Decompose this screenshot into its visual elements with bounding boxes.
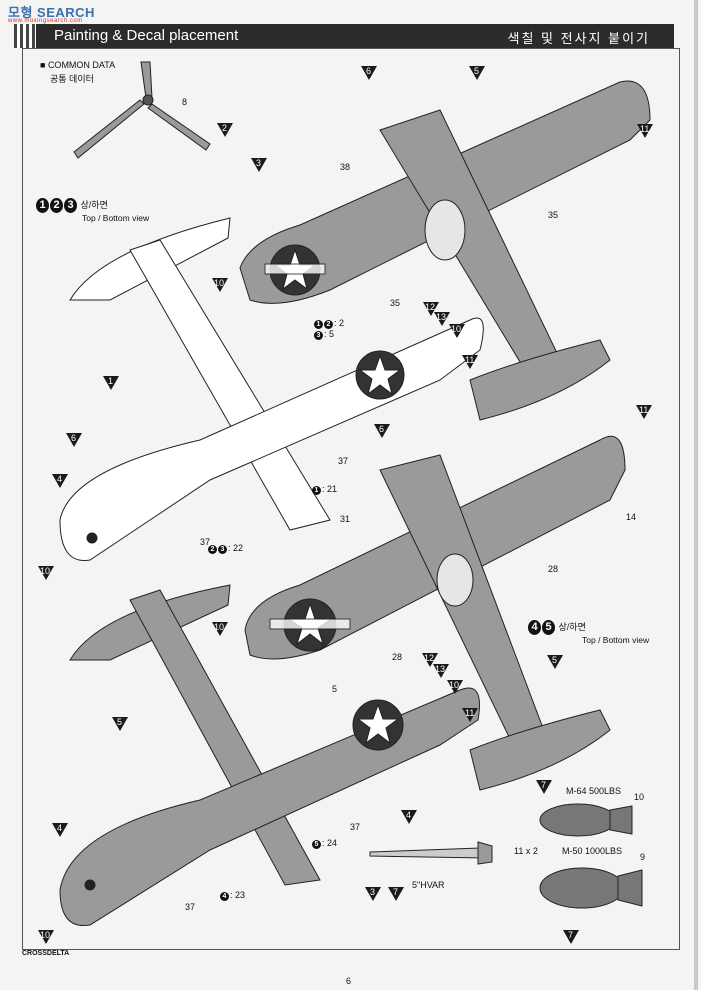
watermark-url: www.moxingsearch.com xyxy=(8,18,83,24)
variant-3-badge: 3 xyxy=(64,198,77,213)
decal-37d: 37 xyxy=(185,902,196,912)
decal-38: 38 xyxy=(340,162,351,172)
decal-4-23: 4: 23 xyxy=(220,890,245,901)
decal-5-24-value: 24 xyxy=(327,838,338,848)
view-label-ko-2: 상/하면 xyxy=(558,622,586,632)
callout-p1l-11: 11 xyxy=(465,355,475,365)
callout-ord-7b: 7 xyxy=(541,780,547,790)
callout-p1u-5: 5 xyxy=(474,66,480,76)
callout-p1l-10: 10 xyxy=(40,566,51,576)
decal-37a: 37 xyxy=(338,456,349,466)
callout-p2u-11: 11 xyxy=(639,405,649,415)
aircraft-1-top-view xyxy=(239,80,651,421)
bomb-decal-10: 10 xyxy=(634,792,645,802)
decal-28a: 28 xyxy=(548,564,559,574)
decal-1-21: 1: 21 xyxy=(312,484,337,495)
callout-p1l-13: 13 xyxy=(436,312,447,322)
callout-p2u-10b: 10 xyxy=(449,680,460,690)
callout-prop-3: 3 xyxy=(256,158,262,168)
decal-37c: 37 xyxy=(350,822,361,832)
brand-logo: CROSSDELTA xyxy=(22,950,70,957)
hvar-label: 5"HVAR xyxy=(412,880,445,890)
section-header: Painting & Decal placement 색칠 및 전사지 붙이기 xyxy=(14,24,674,48)
instruction-frame xyxy=(22,48,680,950)
decal-5-24: 5: 24 xyxy=(312,838,337,849)
decal-12-2-value: 2 xyxy=(339,318,345,328)
variant-1-badge: 1 xyxy=(36,198,49,213)
decal-3-5: 3: 5 xyxy=(314,329,334,340)
view-label-ko: 상/하면 xyxy=(80,200,108,210)
decal-35a: 35 xyxy=(548,210,559,220)
variant-2-badge: 2 xyxy=(50,198,63,213)
header-title-ko: 색칠 및 전사지 붙이기 xyxy=(507,31,650,46)
view-label-en: Top / Bottom view xyxy=(82,213,150,223)
callout-p2u-10: 10 xyxy=(214,622,225,632)
decal-3-5-value: 5 xyxy=(329,329,335,339)
variant-4-badge: 4 xyxy=(528,620,541,635)
header-title-en: Painting & Decal placement xyxy=(54,27,239,44)
callout-p2u-13: 13 xyxy=(435,664,446,674)
callout-p2l-5: 5 xyxy=(117,717,123,727)
decal-31: 31 xyxy=(340,514,351,524)
decal-37b: 37 xyxy=(200,537,211,547)
callout-p2u-12: 12 xyxy=(424,653,435,663)
watermark-text: 모형 SEARCH xyxy=(8,5,95,20)
propeller-drawing xyxy=(73,61,211,159)
callout-ord-3: 3 xyxy=(370,887,376,897)
header-stripes xyxy=(14,24,36,48)
callout-p1l-1: 1 xyxy=(108,376,114,386)
callout-p2l-10: 10 xyxy=(40,930,51,940)
callout-ord-7c: 7 xyxy=(568,930,574,940)
bomb-500-label: M-64 500LBS xyxy=(566,786,622,796)
callout-p1u-6: 6 xyxy=(366,66,372,76)
page-number: 6 xyxy=(346,976,352,986)
aircraft-2-bottom-view xyxy=(59,584,480,927)
page-edge xyxy=(694,0,698,990)
decal-1-21-value: 21 xyxy=(327,484,338,494)
bomb-1000-label: M-50 1000LBS xyxy=(562,846,623,856)
decal-23-22-value: 22 xyxy=(233,543,244,553)
callout-p1l-12: 12 xyxy=(425,302,436,312)
aircraft-1-bottom-view xyxy=(59,217,484,561)
hvar-rocket-drawing xyxy=(369,841,493,865)
common-data-en: COMMON DATA xyxy=(47,60,116,70)
callout-p1l-10b: 10 xyxy=(451,324,462,334)
callout-ord-7: 7 xyxy=(393,887,399,897)
decal-5: 5 xyxy=(332,684,338,694)
callout-p1l-6: 6 xyxy=(71,433,77,443)
decal-4-23-value: 23 xyxy=(235,890,246,900)
callout-p2l-4: 4 xyxy=(57,823,63,833)
aircraft-2-top-view xyxy=(244,435,626,791)
callout-p2u-11b: 11 xyxy=(465,708,475,718)
bomb-decal-9: 9 xyxy=(640,852,646,862)
bomb-drawings xyxy=(539,803,643,909)
bomb-decal-11x2: 11 x 2 xyxy=(514,846,538,856)
common-data-label: ■ COMMON DATA xyxy=(40,60,116,70)
callout-p1u-10: 10 xyxy=(214,278,225,288)
callout-p1l-4: 4 xyxy=(57,474,63,484)
callout-p1l-6b: 6 xyxy=(379,424,385,434)
decal-35b: 35 xyxy=(390,298,401,308)
callout-prop-8: 8 xyxy=(182,97,188,107)
watermark: 모형 SEARCH www.moxingsearch.com xyxy=(8,2,95,24)
callout-p1u-11: 11 xyxy=(640,124,650,134)
common-data-ko: 공통 데이터 xyxy=(50,74,94,84)
decal-28b: 28 xyxy=(392,652,403,662)
decal-14: 14 xyxy=(626,512,637,522)
callout-ord-4: 4 xyxy=(406,810,412,820)
callout-markers xyxy=(38,66,653,944)
view-label-en-2: Top / Bottom view xyxy=(582,635,650,645)
callout-prop-2: 2 xyxy=(222,123,228,133)
variant-5-badge: 5 xyxy=(542,620,555,635)
callout-p2u-5: 5 xyxy=(552,655,558,665)
